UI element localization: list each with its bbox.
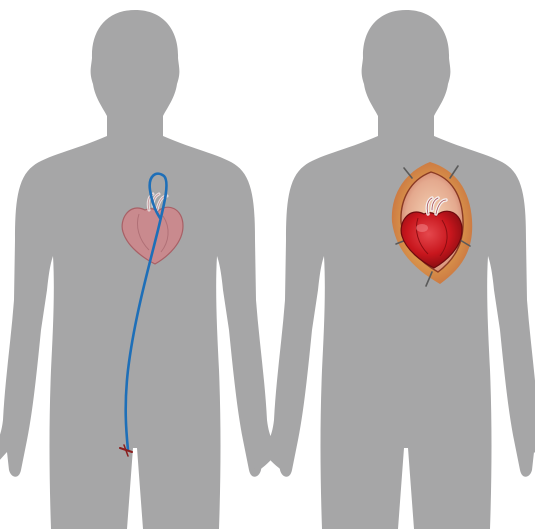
body-silhouette-icon bbox=[254, 10, 535, 529]
figure-right bbox=[254, 10, 535, 529]
body-silhouette-icon bbox=[0, 10, 287, 529]
figure-left bbox=[0, 10, 287, 529]
